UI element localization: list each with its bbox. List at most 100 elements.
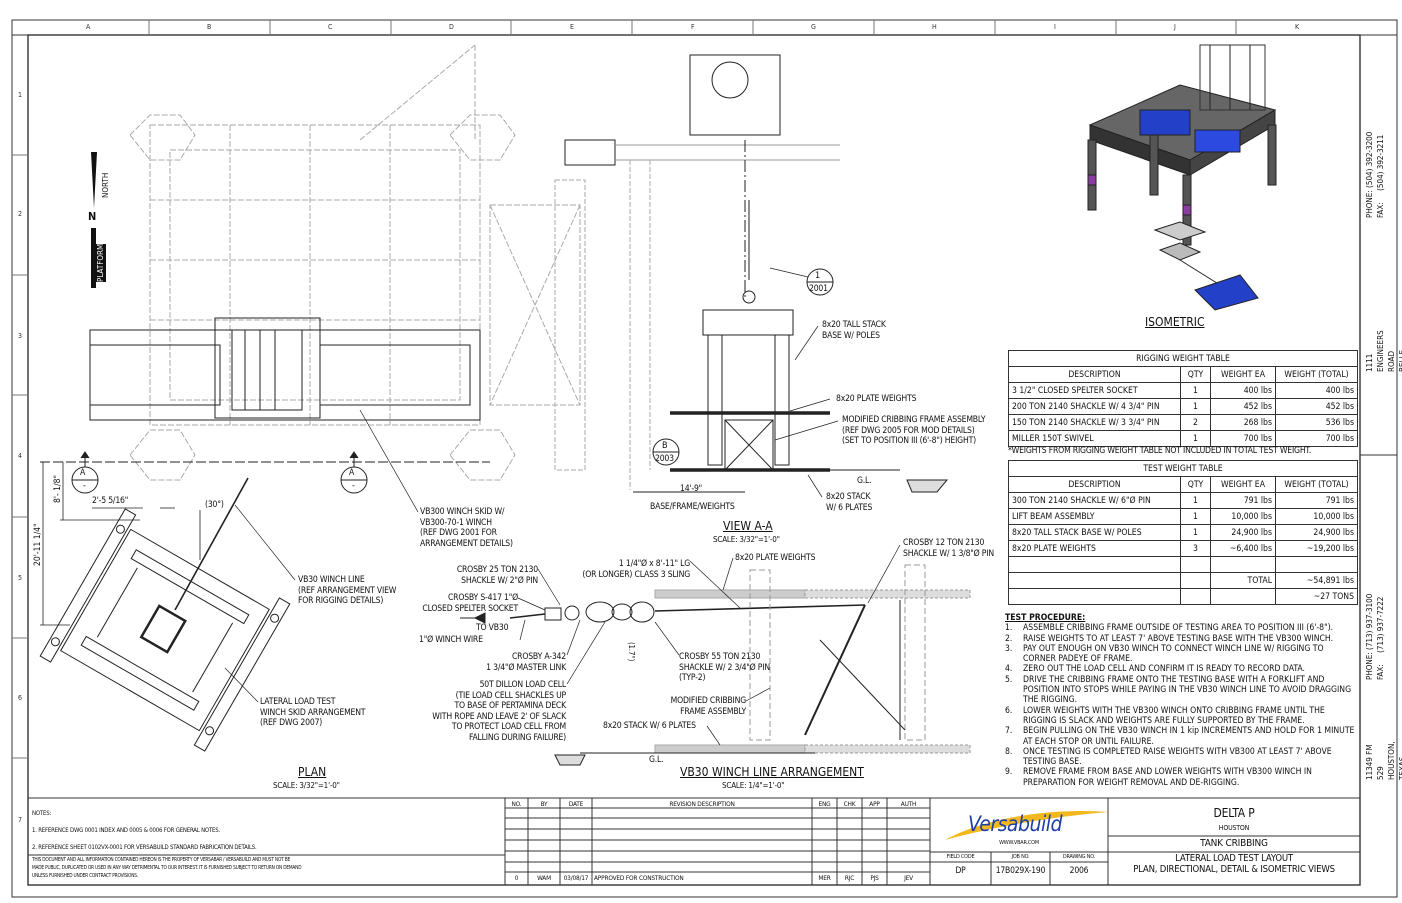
rev-header: NO.	[511, 800, 522, 808]
cell: 3	[1180, 540, 1211, 557]
cell: 536 lbs	[1275, 414, 1358, 431]
rev-cell: JEV	[904, 874, 913, 882]
job-no: 17B029X-190	[995, 866, 1046, 876]
table-row-tons: ~27 TONS	[1008, 588, 1358, 605]
grid-row: 1	[18, 91, 23, 99]
cell: 1	[1180, 398, 1211, 415]
step-text: RAISE WEIGHTS TO AT LEAST 7' ABOVE TESTI…	[1023, 633, 1334, 644]
callout-lateral-skid: LATERAL LOAD TEST WINCH SKID ARRANGEMENT…	[260, 697, 366, 729]
grid-col: F	[691, 23, 695, 31]
detail-ref-b-bottom: 2003	[655, 454, 674, 464]
north-label: NORTH	[101, 172, 110, 198]
platform-label: PLATFORM	[95, 243, 106, 282]
cell: ~19,200 lbs	[1275, 540, 1358, 557]
label-to-vb30: TO VB30	[476, 623, 509, 633]
grid-row: 4	[18, 452, 23, 460]
rev-cell: 03/08/17	[563, 874, 589, 882]
notes: NOTES: 1. REFERENCE DWG 0001 INDEX AND 0…	[32, 801, 257, 861]
note-item: 1. REFERENCE DWG 0001 INDEX AND 0005 & 0…	[32, 826, 221, 834]
cell: 400 lbs	[1210, 382, 1276, 399]
grid-col: I	[1054, 23, 1056, 31]
step-number: 9.	[1005, 767, 1013, 778]
winch-line-drawing	[460, 564, 971, 766]
logo-swoosh	[945, 810, 1108, 840]
step-text: ZERO OUT THE LOAD CELL AND CONFIRM IT IS…	[1023, 664, 1305, 675]
detail-ref-1-top: 1	[815, 271, 820, 281]
plan-title: PLAN	[298, 765, 327, 779]
procedure-step: 7.BEGIN PULLING ON THE VB30 WINCH IN 1 k…	[1005, 726, 1357, 747]
procedure-step: 4. ZERO OUT THE LOAD CELL AND CONFIRM IT …	[1005, 664, 1357, 674]
job-no-label: JOB NO.	[1011, 854, 1030, 860]
plan-dimensions	[40, 462, 201, 626]
dim-14ft: 14'-9"	[680, 484, 703, 494]
notes-title: NOTES:	[32, 809, 52, 817]
procedure-step: 5.DRIVE THE CRIBBING FRAME ONTO THE TEST…	[1005, 675, 1357, 706]
grid-ticks	[12, 20, 1237, 759]
section-marker-a-right-sub: -	[352, 481, 355, 491]
rev-cell: WAM	[537, 874, 551, 882]
step-number: 7.	[1005, 726, 1013, 737]
view-leaders	[769, 267, 839, 498]
view-a-a-title: VIEW A-A	[723, 519, 773, 533]
total-label: TOTAL	[1210, 572, 1276, 589]
revision-grid	[505, 798, 930, 885]
step-number: 2.	[1005, 633, 1013, 644]
cell: 150 TON 2140 SHACKLE W/ 3 3/4" PIN	[1008, 414, 1181, 431]
label-wl-cribbing: MODIFIED CRIBBING FRAME ASSEMBLY	[670, 696, 747, 717]
grid-row: 5	[18, 574, 23, 582]
address-belle-chasse: 1111 ENGINEERS ROAD BELLE CHASSE, LOUISI…	[1365, 330, 1402, 372]
label-wl-gl: G.L.	[649, 755, 664, 765]
cell: 452 lbs	[1210, 398, 1276, 415]
label-wl-plate-weights: 8x20 PLATE WEIGHTS	[735, 553, 816, 563]
isometric-drawing	[1087, 44, 1277, 311]
total-lbs: ~54,891 lbs	[1275, 572, 1358, 589]
step-number: 5.	[1005, 674, 1013, 685]
step-text: ASSEMBLE CRIBBING FRAME OUTSIDE OF TESTI…	[1023, 623, 1334, 634]
dim-8ft: 8'- 1/8"	[53, 475, 63, 503]
rev-cell: PJS	[870, 874, 879, 882]
dim-2ft: 2'-5 5/16"	[92, 496, 129, 506]
cell: ~6,400 lbs	[1210, 540, 1276, 557]
section-line-a-a	[40, 451, 490, 494]
cell: 791 lbs	[1210, 492, 1276, 509]
column-header: WEIGHT (TOTAL)	[1275, 366, 1358, 383]
step-number: 4.	[1005, 664, 1013, 675]
address-houston: 11349 FM 529 HOUSTON, TEXAS 77041	[1365, 741, 1402, 780]
field-code-label: FIELD CODE	[946, 854, 975, 860]
rev-header: CHK	[843, 800, 856, 808]
cell: 268 lbs	[1210, 414, 1276, 431]
callout-vb300-skid: VB300 WINCH SKID W/ VB300-70-1 WINCH (RE…	[420, 507, 513, 549]
cell: 452 lbs	[1275, 398, 1358, 415]
field-code: DP	[955, 866, 966, 876]
grid-col: K	[1295, 23, 1300, 31]
vb30-winch-line	[174, 477, 249, 611]
label-winch-wire: 1"Ø WINCH WIRE	[419, 635, 483, 645]
cell: 10,000 lbs	[1275, 508, 1358, 525]
cell: 1	[1180, 524, 1211, 541]
cell: 700 lbs	[1275, 430, 1358, 447]
column-header: DESCRIPTION	[1008, 476, 1181, 493]
rev-header: BY	[540, 800, 548, 808]
detail-ref-1-bottom: 2001	[809, 284, 828, 294]
label-plate-weights: 8x20 PLATE WEIGHTS	[836, 394, 917, 404]
dim-20ft: 20'-11 1/4"	[33, 523, 43, 566]
grid-col: C	[328, 23, 333, 31]
table-title: TEST WEIGHT TABLE	[1008, 460, 1358, 477]
step-text: LOWER WEIGHTS WITH THE VB300 WINCH ONTO …	[1023, 705, 1325, 726]
grid-col: H	[932, 23, 937, 31]
label-crosby25: CROSBY 25 TON 2130 SHACKLE W/ 2"Ø PIN	[456, 565, 538, 586]
drawing-no: 2006	[1069, 866, 1089, 876]
procedure-steps: 1.ASSEMBLE CRIBBING FRAME OUTSIDE OF TES…	[1005, 623, 1357, 788]
procedure-step: 1.ASSEMBLE CRIBBING FRAME OUTSIDE OF TES…	[1005, 623, 1357, 633]
label-stack: 8x20 STACK W/ 6 PLATES	[826, 492, 873, 513]
rev-header: REVISION DESCRIPTION	[669, 800, 735, 808]
rev-header: APP	[869, 800, 880, 808]
cell: 8x20 TALL STACK BASE W/ POLES	[1008, 524, 1181, 541]
label-wl-stack: 8x20 STACK W/ 6 PLATES	[603, 721, 696, 731]
procedure-step: 9.REMOVE FRAME FROM BASE AND LOWER WEIGH…	[1005, 767, 1357, 788]
